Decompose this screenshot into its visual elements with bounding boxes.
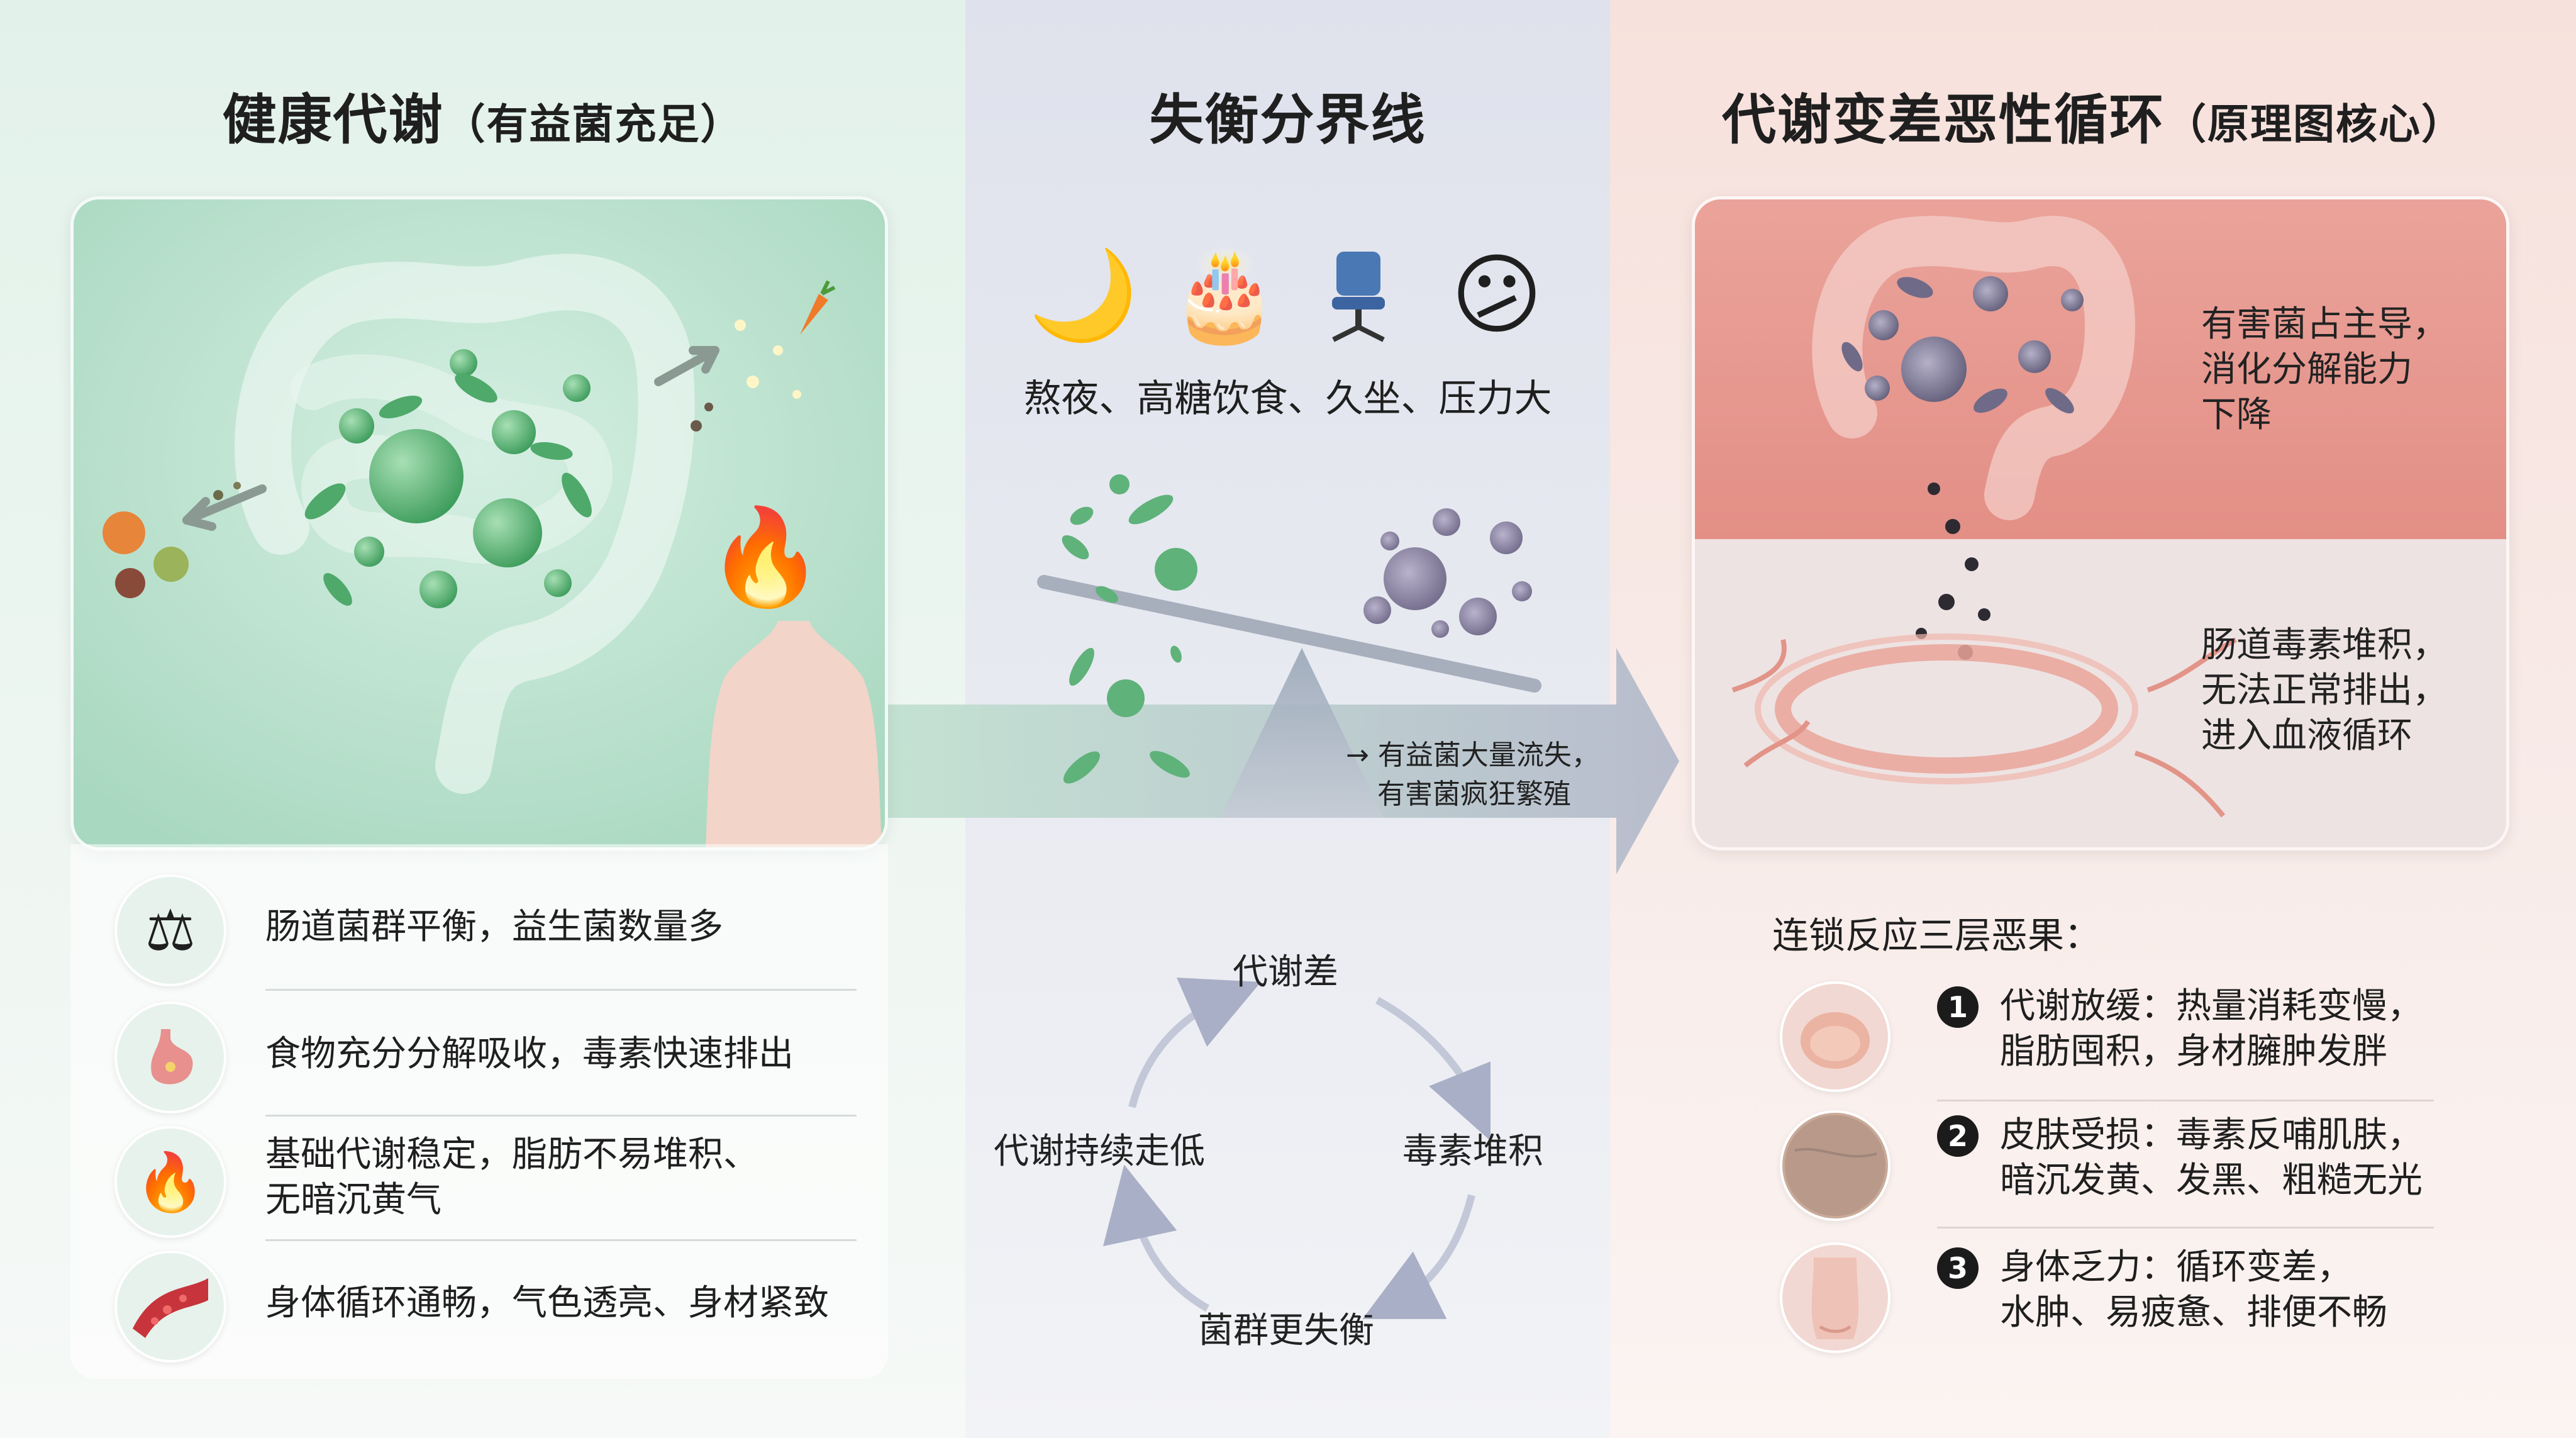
benefit-text-4: 身体循环通畅，气色透亮、身材紧致 (265, 1283, 829, 1324)
cycle-title-main: 代谢变差恶性循环 (1722, 89, 2165, 152)
panel-bottom-line3: 进入血液循环 (2201, 715, 2412, 756)
benefit-text-2: 食物充分分解吸收，毒素快速排出 (265, 1034, 794, 1074)
cake-icon: 🎂 (1170, 244, 1280, 347)
balance-scale-icon: ⚖ (114, 874, 226, 986)
blood-vessel-icon (114, 1251, 226, 1363)
chain-divider (1937, 1227, 2434, 1229)
benefit-row-1: ⚖ 肠道菌群平衡，益生菌数量多 (114, 874, 857, 986)
panel-top-line2: 消化分解能力 (2201, 349, 2412, 390)
moon-icon: 🌙 (1028, 244, 1138, 347)
chain-text-2b: 暗沉发黄、发黑、粗糙无光 (2000, 1160, 2423, 1201)
healthy-title: 健康代谢（有益菌充足） (0, 75, 965, 154)
benefit-text-3a: 基础代谢稳定，脂肪不易堆积、 (265, 1134, 758, 1175)
chain-number-3: 3 (1937, 1247, 1979, 1289)
benefit-row-4: 身体循环通畅，气色透亮、身材紧致 (114, 1251, 857, 1363)
chain-row-2: 2 皮肤受损：毒素反哺肌肤， 暗沉发黄、发黑、粗糙无光 (1780, 1110, 2459, 1221)
bacteria-large (369, 429, 464, 523)
benefit-row-2: 食物充分分解吸收，毒素快速排出 (114, 1001, 857, 1113)
cycle-title: 代谢变差恶性循环（原理图核心） (1610, 75, 2576, 154)
benefit-text-1: 肠道菌群平衡，益生菌数量多 (265, 906, 723, 947)
boundary-title: 失衡分界线 (1149, 89, 1426, 152)
seesaw-diagram (1037, 474, 1541, 818)
chain-title: 连锁反应三层恶果： (1772, 914, 2101, 957)
cycle-title-paren: （原理图核心） (2165, 100, 2464, 148)
panel-top-line1: 有害菌占主导， (2201, 304, 2448, 345)
carrot-icon (800, 294, 828, 335)
flame-icon: 🔥 (707, 503, 824, 612)
body-icon (1780, 1242, 1890, 1353)
chain-row-3: 3 身体乏力：循环变差， 水肿、易疲惫、排便不畅 (1780, 1242, 2459, 1353)
stomach-icon (114, 1001, 226, 1113)
seesaw-note-line1: → 有益菌大量流失， (1346, 739, 1599, 771)
panel-bottom-line2: 无法正常排出， (2201, 670, 2448, 711)
seesaw-beam (1037, 575, 1541, 693)
healthy-title-paren: （有益菌充足） (443, 100, 743, 148)
chain-text-3b: 水肿、易疲惫、排便不畅 (2000, 1292, 2387, 1333)
chain-text-2a: 皮肤受损：毒素反哺肌肤， (2000, 1115, 2423, 1156)
worried-face-icon: 😕 (1451, 244, 1543, 347)
chain-text-1b: 脂肪囤积，身材臃肿发胖 (2000, 1031, 2387, 1072)
body-silhouette (706, 621, 882, 847)
healthy-gut-svg: 🔥 (74, 199, 885, 847)
flame-icon: 🔥 (114, 1126, 226, 1238)
cycle-step-4: 代谢持续走低 (994, 1131, 1205, 1172)
benefit-divider (265, 1115, 857, 1117)
cycle-step-3: 菌群更失衡 (1198, 1310, 1374, 1351)
panel-top-line3: 下降 (2201, 394, 2272, 435)
seesaw-note-line2: 有害菌疯狂繁殖 (1377, 778, 1571, 810)
benefit-text-3b: 无暗沉黄气 (265, 1179, 441, 1220)
benefit-divider (265, 1239, 857, 1241)
chain-divider (1937, 1100, 2434, 1101)
belly-icon (1780, 981, 1890, 1092)
seesaw-fulcrum (1220, 648, 1384, 818)
chain-text-3a: 身体乏力：循环变差， (2000, 1247, 2352, 1288)
harmful-gut-svg (1695, 199, 2506, 847)
triggers-caption: 熬夜、高糖饮食、久坐、压力大 (1023, 377, 1552, 421)
vicious-cycle-illustration (1692, 196, 2509, 850)
cycle-arrows (1102, 978, 1491, 1319)
harmful-panel-top-text: 有害菌占主导， 消化分解能力 下降 (2201, 302, 2448, 438)
chain-number-1: 1 (1937, 986, 1979, 1028)
chain-text-1a: 代谢放缓：热量消耗变慢， (2000, 986, 2423, 1027)
virus-cluster (1363, 508, 1532, 638)
cycle-step-2: 毒素堆积 (1402, 1131, 1543, 1172)
skin-icon (1780, 1110, 1890, 1221)
cycle-step-1: 代谢差 (1233, 952, 1338, 993)
blood-vessel-ring (1775, 644, 2118, 774)
healthy-gut-illustration: 🔥 (70, 196, 888, 850)
chain-number-2: 2 (1937, 1115, 1979, 1157)
food-icon (103, 511, 145, 554)
chain-row-1: 1 代谢放缓：热量消耗变慢， 脂肪囤积，身材臃肿发胖 (1780, 981, 2459, 1092)
healthy-title-main: 健康代谢 (222, 89, 444, 152)
harmful-panel-bottom-text: 肠道毒素堆积， 无法正常排出， 进入血液循环 (2201, 623, 2448, 759)
benefit-row-3: 🔥 基础代谢稳定，脂肪不易堆积、 无暗沉黄气 (114, 1126, 857, 1238)
benefit-divider (265, 989, 857, 991)
panel-bottom-line1: 肠道毒素堆积， (2201, 625, 2448, 666)
office-chair-icon (1308, 245, 1409, 346)
seesaw-note: → 有益菌大量流失， 有害菌疯狂繁殖 (1346, 736, 1599, 814)
